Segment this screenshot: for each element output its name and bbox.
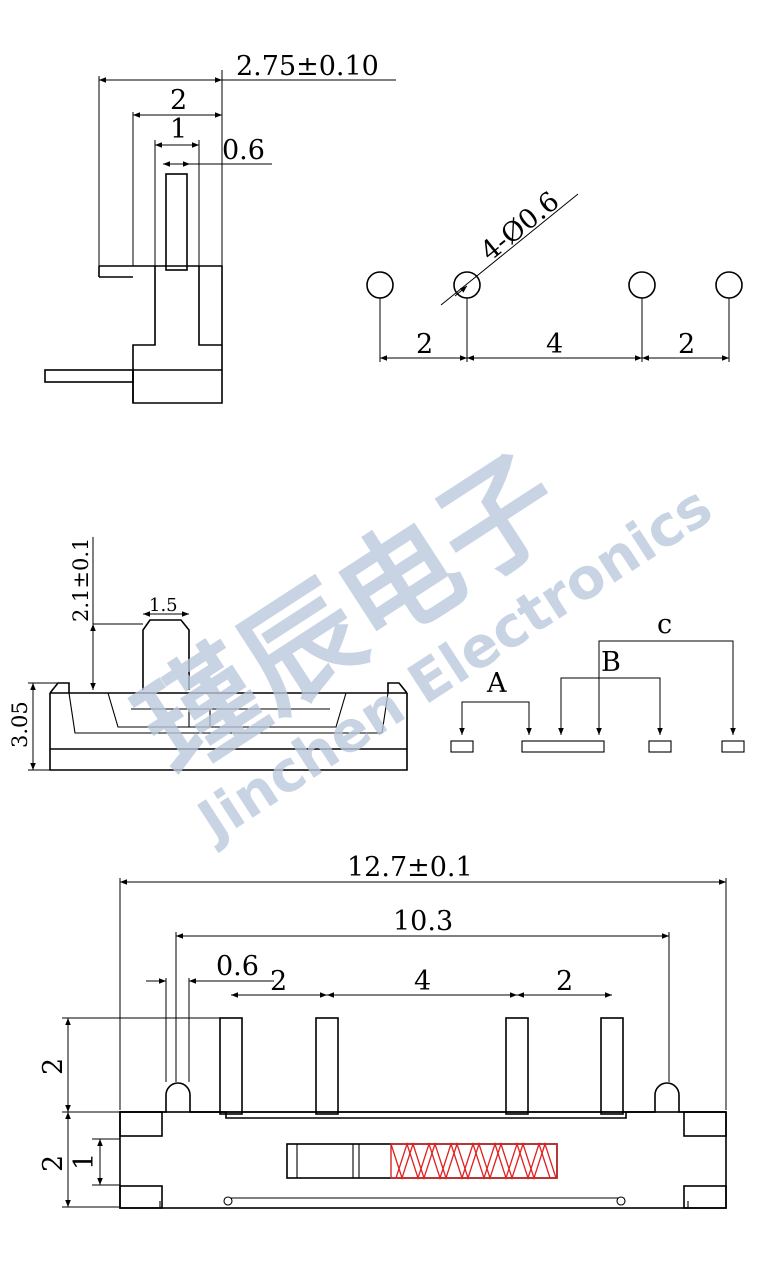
pin-2 bbox=[315, 1017, 339, 1115]
top-overall-length-label: 12.7±0.1 bbox=[347, 852, 473, 883]
circuit-label-b: B bbox=[601, 647, 621, 678]
top-pin-span-label: 10.3 bbox=[393, 906, 453, 937]
hole-pitch-middle-label: 4 bbox=[546, 329, 563, 360]
pin-1 bbox=[219, 1017, 243, 1115]
side-pin-width-label: 0.6 bbox=[222, 135, 265, 166]
terminal-1 bbox=[450, 740, 474, 753]
top-pitch-left-label: 2 bbox=[270, 966, 287, 997]
top-pin-width-label: 0.6 bbox=[216, 951, 259, 982]
pin-3 bbox=[505, 1017, 529, 1115]
common-contact-bar bbox=[521, 740, 605, 753]
front-body-height-label: 3.05 bbox=[8, 701, 32, 748]
top-slot-height-label: 1 bbox=[69, 1153, 100, 1170]
front-actuator-width-label: 1.5 bbox=[149, 595, 178, 616]
terminal-6 bbox=[721, 740, 745, 753]
terminal-5 bbox=[648, 740, 672, 753]
hole-pitch-left-label: 2 bbox=[416, 329, 433, 360]
hole-4 bbox=[715, 271, 743, 299]
side-overall-width-label: 2.75±0.10 bbox=[236, 51, 379, 82]
top-pin-height-label: 2 bbox=[38, 1058, 69, 1075]
top-pitch-middle-label: 4 bbox=[414, 966, 431, 997]
side-body-width-label: 2 bbox=[170, 85, 187, 116]
hole-1 bbox=[366, 271, 394, 299]
hole-pattern: 4-Ø0.6 2 4 2 bbox=[366, 186, 743, 362]
top-pitch-right-label: 2 bbox=[556, 966, 573, 997]
switching-circuit: A B c bbox=[450, 609, 745, 753]
hole-pitch-right-label: 2 bbox=[678, 329, 695, 360]
pin-4 bbox=[600, 1017, 624, 1115]
front-view: 2.1±0.1 1.5 3.05 bbox=[8, 537, 408, 771]
top-body-height-label: 2 bbox=[38, 1155, 69, 1172]
side-view: 2.75±0.10 2 1 0.6 bbox=[44, 51, 396, 404]
hole-callout-label: 4-Ø0.6 bbox=[475, 186, 566, 268]
side-actuator-width-label: 1 bbox=[170, 114, 187, 145]
front-actuator-height-label: 2.1±0.1 bbox=[69, 538, 93, 622]
circuit-label-c: c bbox=[657, 609, 672, 640]
watermark: 瑾辰电子 Jinchen Electronics bbox=[115, 429, 724, 856]
hole-3 bbox=[628, 271, 656, 299]
spring bbox=[390, 1143, 558, 1179]
top-view: 12.7±0.1 10.3 0.6 2 4 2 2 2 1 bbox=[38, 852, 727, 1209]
circuit-label-a: A bbox=[486, 668, 507, 699]
